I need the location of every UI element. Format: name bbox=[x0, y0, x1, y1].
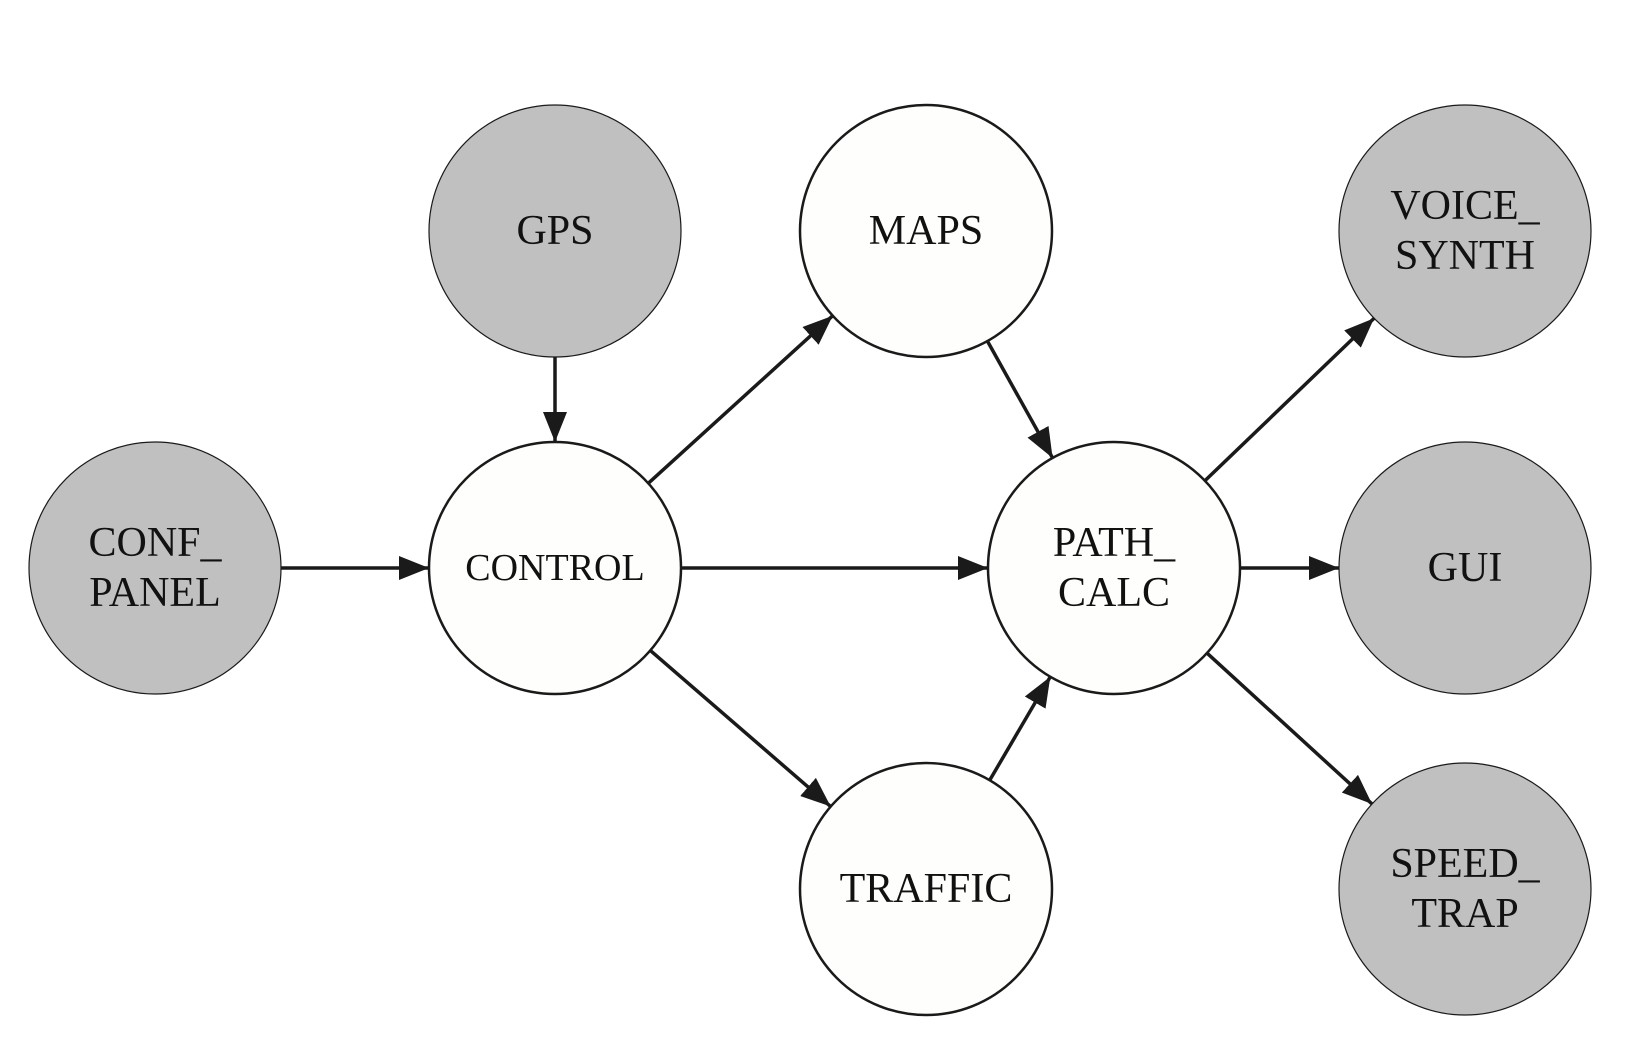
node-label-conf-panel-line-2: PANEL bbox=[89, 570, 220, 616]
edge-path-calc-to-speed-trap bbox=[1205, 651, 1374, 806]
node-label-voice-synth-line-1: VOICE_ bbox=[1390, 183, 1540, 229]
node-circle-gps bbox=[428, 104, 682, 358]
edge-path-calc-to-voice-synth bbox=[1203, 317, 1376, 482]
edge-traffic-to-path-calc bbox=[988, 675, 1052, 782]
node-label-control-line-1: CONTROL bbox=[465, 547, 644, 589]
node-label-conf-panel-line-1: CONF_ bbox=[88, 520, 222, 566]
node-label-path-calc-line-1: PATH_ bbox=[1053, 520, 1176, 566]
node-control: CONTROL bbox=[427, 440, 683, 696]
node-label-gui-line-1: GUI bbox=[1428, 545, 1503, 591]
nodes-layer: GPS CONF_PANEL CONTROL MAPS TRAFFIC PATH_CALC… bbox=[28, 103, 1592, 1017]
node-label-speed-trap-line-1: SPEED_ bbox=[1390, 841, 1540, 887]
edge-control-to-traffic bbox=[649, 649, 832, 808]
node-speed-trap: SPEED_TRAP bbox=[1338, 762, 1592, 1016]
node-conf-panel: CONF_PANEL bbox=[28, 441, 282, 695]
node-path-calc: PATH_CALC bbox=[986, 440, 1242, 696]
node-label-path-calc-line-2: CALC bbox=[1058, 570, 1170, 616]
node-circle-speed-trap bbox=[1338, 762, 1592, 1016]
node-label-speed-trap-line-2: TRAP bbox=[1411, 891, 1518, 937]
node-traffic: TRAFFIC bbox=[798, 761, 1054, 1017]
node-circle-conf-panel bbox=[28, 441, 282, 695]
node-circle-gui bbox=[1338, 441, 1592, 695]
node-gui: GUI bbox=[1338, 441, 1592, 695]
node-circle-path-calc bbox=[986, 440, 1242, 696]
node-label-gps-line-1: GPS bbox=[516, 208, 593, 254]
node-label-maps-line-1: MAPS bbox=[869, 208, 983, 254]
node-gps: GPS bbox=[428, 104, 682, 358]
node-voice-synth: VOICE_SYNTH bbox=[1338, 104, 1592, 358]
node-label-traffic-line-1: TRAFFIC bbox=[840, 866, 1013, 912]
node-circle-maps bbox=[798, 103, 1054, 359]
node-circle-control bbox=[427, 440, 683, 696]
edge-maps-to-path-calc bbox=[985, 340, 1055, 459]
node-circle-traffic bbox=[798, 761, 1054, 1017]
edges-layer bbox=[281, 314, 1376, 808]
node-circle-voice-synth bbox=[1338, 104, 1592, 358]
edge-control-to-maps bbox=[647, 314, 834, 485]
node-maps: MAPS bbox=[798, 103, 1054, 359]
node-label-voice-synth-line-2: SYNTH bbox=[1395, 233, 1535, 279]
